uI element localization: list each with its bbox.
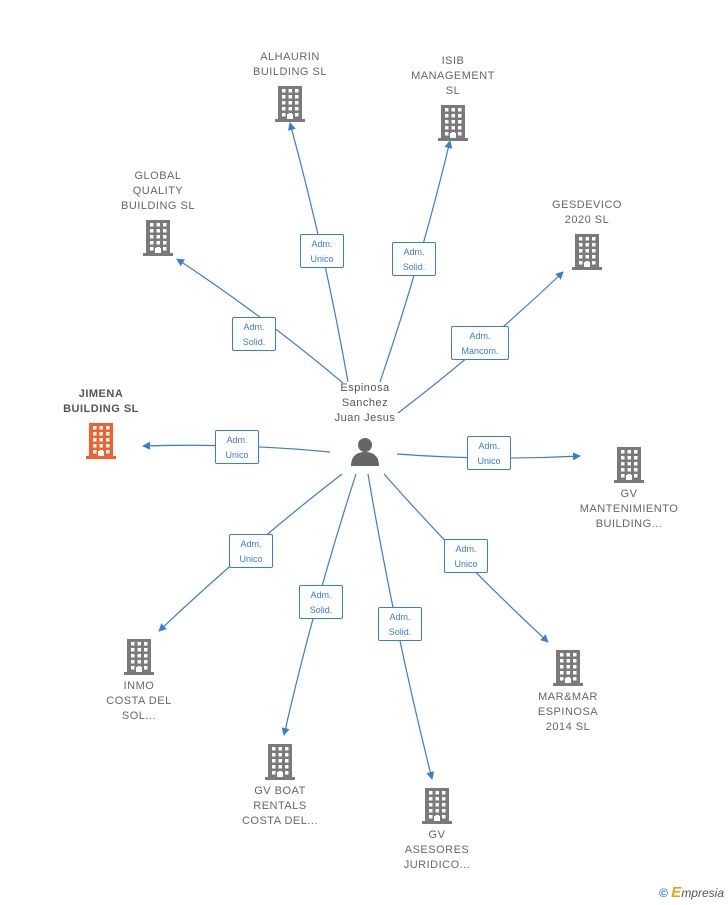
building-icon [572,234,602,270]
company-node-global-quality[interactable]: GLOBAL QUALITY BUILDING SL [93,169,223,256]
company-name: GESDEVICO 2020 SL [552,199,622,226]
building-icon [86,423,116,459]
company-node-alhaurin[interactable]: ALHAURIN BUILDING SL [225,50,355,122]
relation-label-gv-boat[interactable]: Adm. Solid. [299,585,343,619]
company-name: JIMENA BUILDING SL [63,388,139,415]
company-name: ALHAURIN BUILDING SL [253,51,327,78]
relation-label-gv-asesores[interactable]: Adm. Solid. [378,607,422,641]
brand-footer: © Empresia [659,884,724,901]
building-icon [614,447,644,483]
company-name: ISIB MANAGEMENT SL [411,55,495,97]
building-icon [124,639,154,675]
company-name: GV MANTENIMIENTO BUILDING... [579,488,679,530]
relation-label-alhaurin[interactable]: Adm. Unico [300,234,344,268]
company-node-gv-asesores[interactable]: GV ASESORES JURIDICO... [372,788,502,873]
company-name: GLOBAL QUALITY BUILDING SL [121,170,195,212]
relation-label-global-quality[interactable]: Adm. Solid. [232,317,276,351]
empresia-logo-initial: E [671,884,682,901]
company-name: MAR&MAR ESPINOSA 2014 SL [537,691,599,733]
company-name: GV ASESORES JURIDICO... [403,829,471,871]
copyright-icon: © [659,886,668,900]
company-node-inmo-costa[interactable]: INMO COSTA DEL SOL... [74,639,204,724]
person-icon [351,438,379,466]
building-icon [265,744,295,780]
empresia-logo-text: mpresia [681,886,724,900]
company-node-isib[interactable]: ISIB MANAGEMENT SL [388,54,518,141]
building-icon [422,788,452,824]
relation-label-isib[interactable]: Adm. Solid. [392,242,436,276]
building-icon [143,220,173,256]
company-node-gesdevico[interactable]: GESDEVICO 2020 SL [522,198,652,270]
company-node-jimena[interactable]: JIMENA BUILDING SL [36,387,166,459]
person-name: Espinosa Sanchez Juan Jesus [334,382,396,424]
company-name: INMO COSTA DEL SOL... [106,680,172,722]
company-node-mar-mar[interactable]: MAR&MAR ESPINOSA 2014 SL [503,650,633,735]
relation-label-jimena[interactable]: Adm. Unico [215,430,259,464]
building-icon [553,650,583,686]
company-node-gv-mantenimiento[interactable]: GV MANTENIMIENTO BUILDING... [564,447,694,532]
relation-label-mar-mar[interactable]: Adm. Unico [444,539,488,573]
person-node[interactable]: Espinosa Sanchez Juan Jesus [300,381,430,466]
relation-label-gv-mantenimiento[interactable]: Adm. Unico [467,436,511,470]
building-icon [275,86,305,122]
building-icon [438,105,468,141]
relation-label-gesdevico[interactable]: Adm. Mancom. [451,326,509,360]
company-node-gv-boat[interactable]: GV BOAT RENTALS COSTA DEL... [215,744,345,829]
relation-label-inmo-costa[interactable]: Adm. Unico [229,534,273,568]
company-name: GV BOAT RENTALS COSTA DEL... [241,785,319,827]
